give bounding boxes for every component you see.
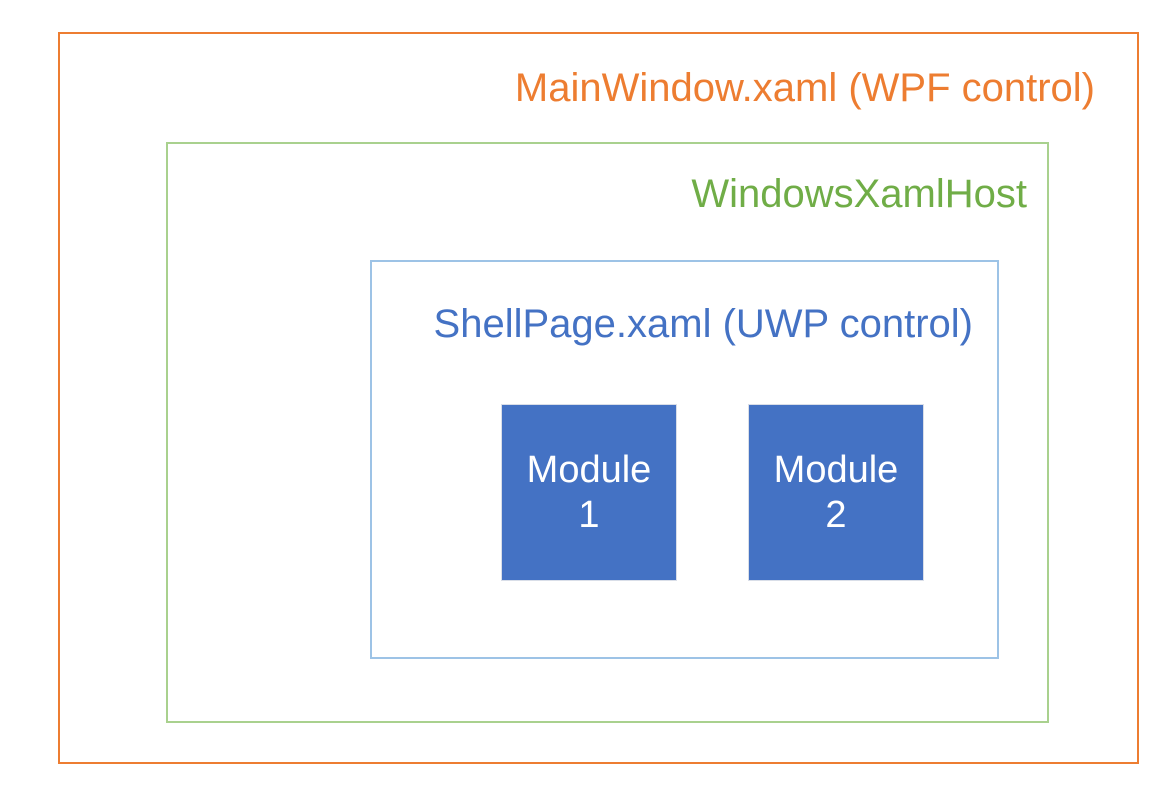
uwp-layer-label: ShellPage.xaml (UWP control) [433,302,973,346]
module-1-name: Module [526,448,652,491]
module-1-block: Module 1 [501,404,677,581]
uwp-layer-box [370,260,999,659]
module-2-block: Module 2 [748,404,924,581]
windowsxamlhost-layer-label: WindowsXamlHost [691,172,1027,216]
wpf-layer-label: MainWindow.xaml (WPF control) [514,66,1095,110]
module-2-name: Module [773,448,899,491]
module-2-number: 2 [825,493,847,536]
module-1-number: 1 [578,493,600,536]
windowsxamlhost-layer-box [166,142,1049,723]
wpf-layer-box [58,32,1139,764]
